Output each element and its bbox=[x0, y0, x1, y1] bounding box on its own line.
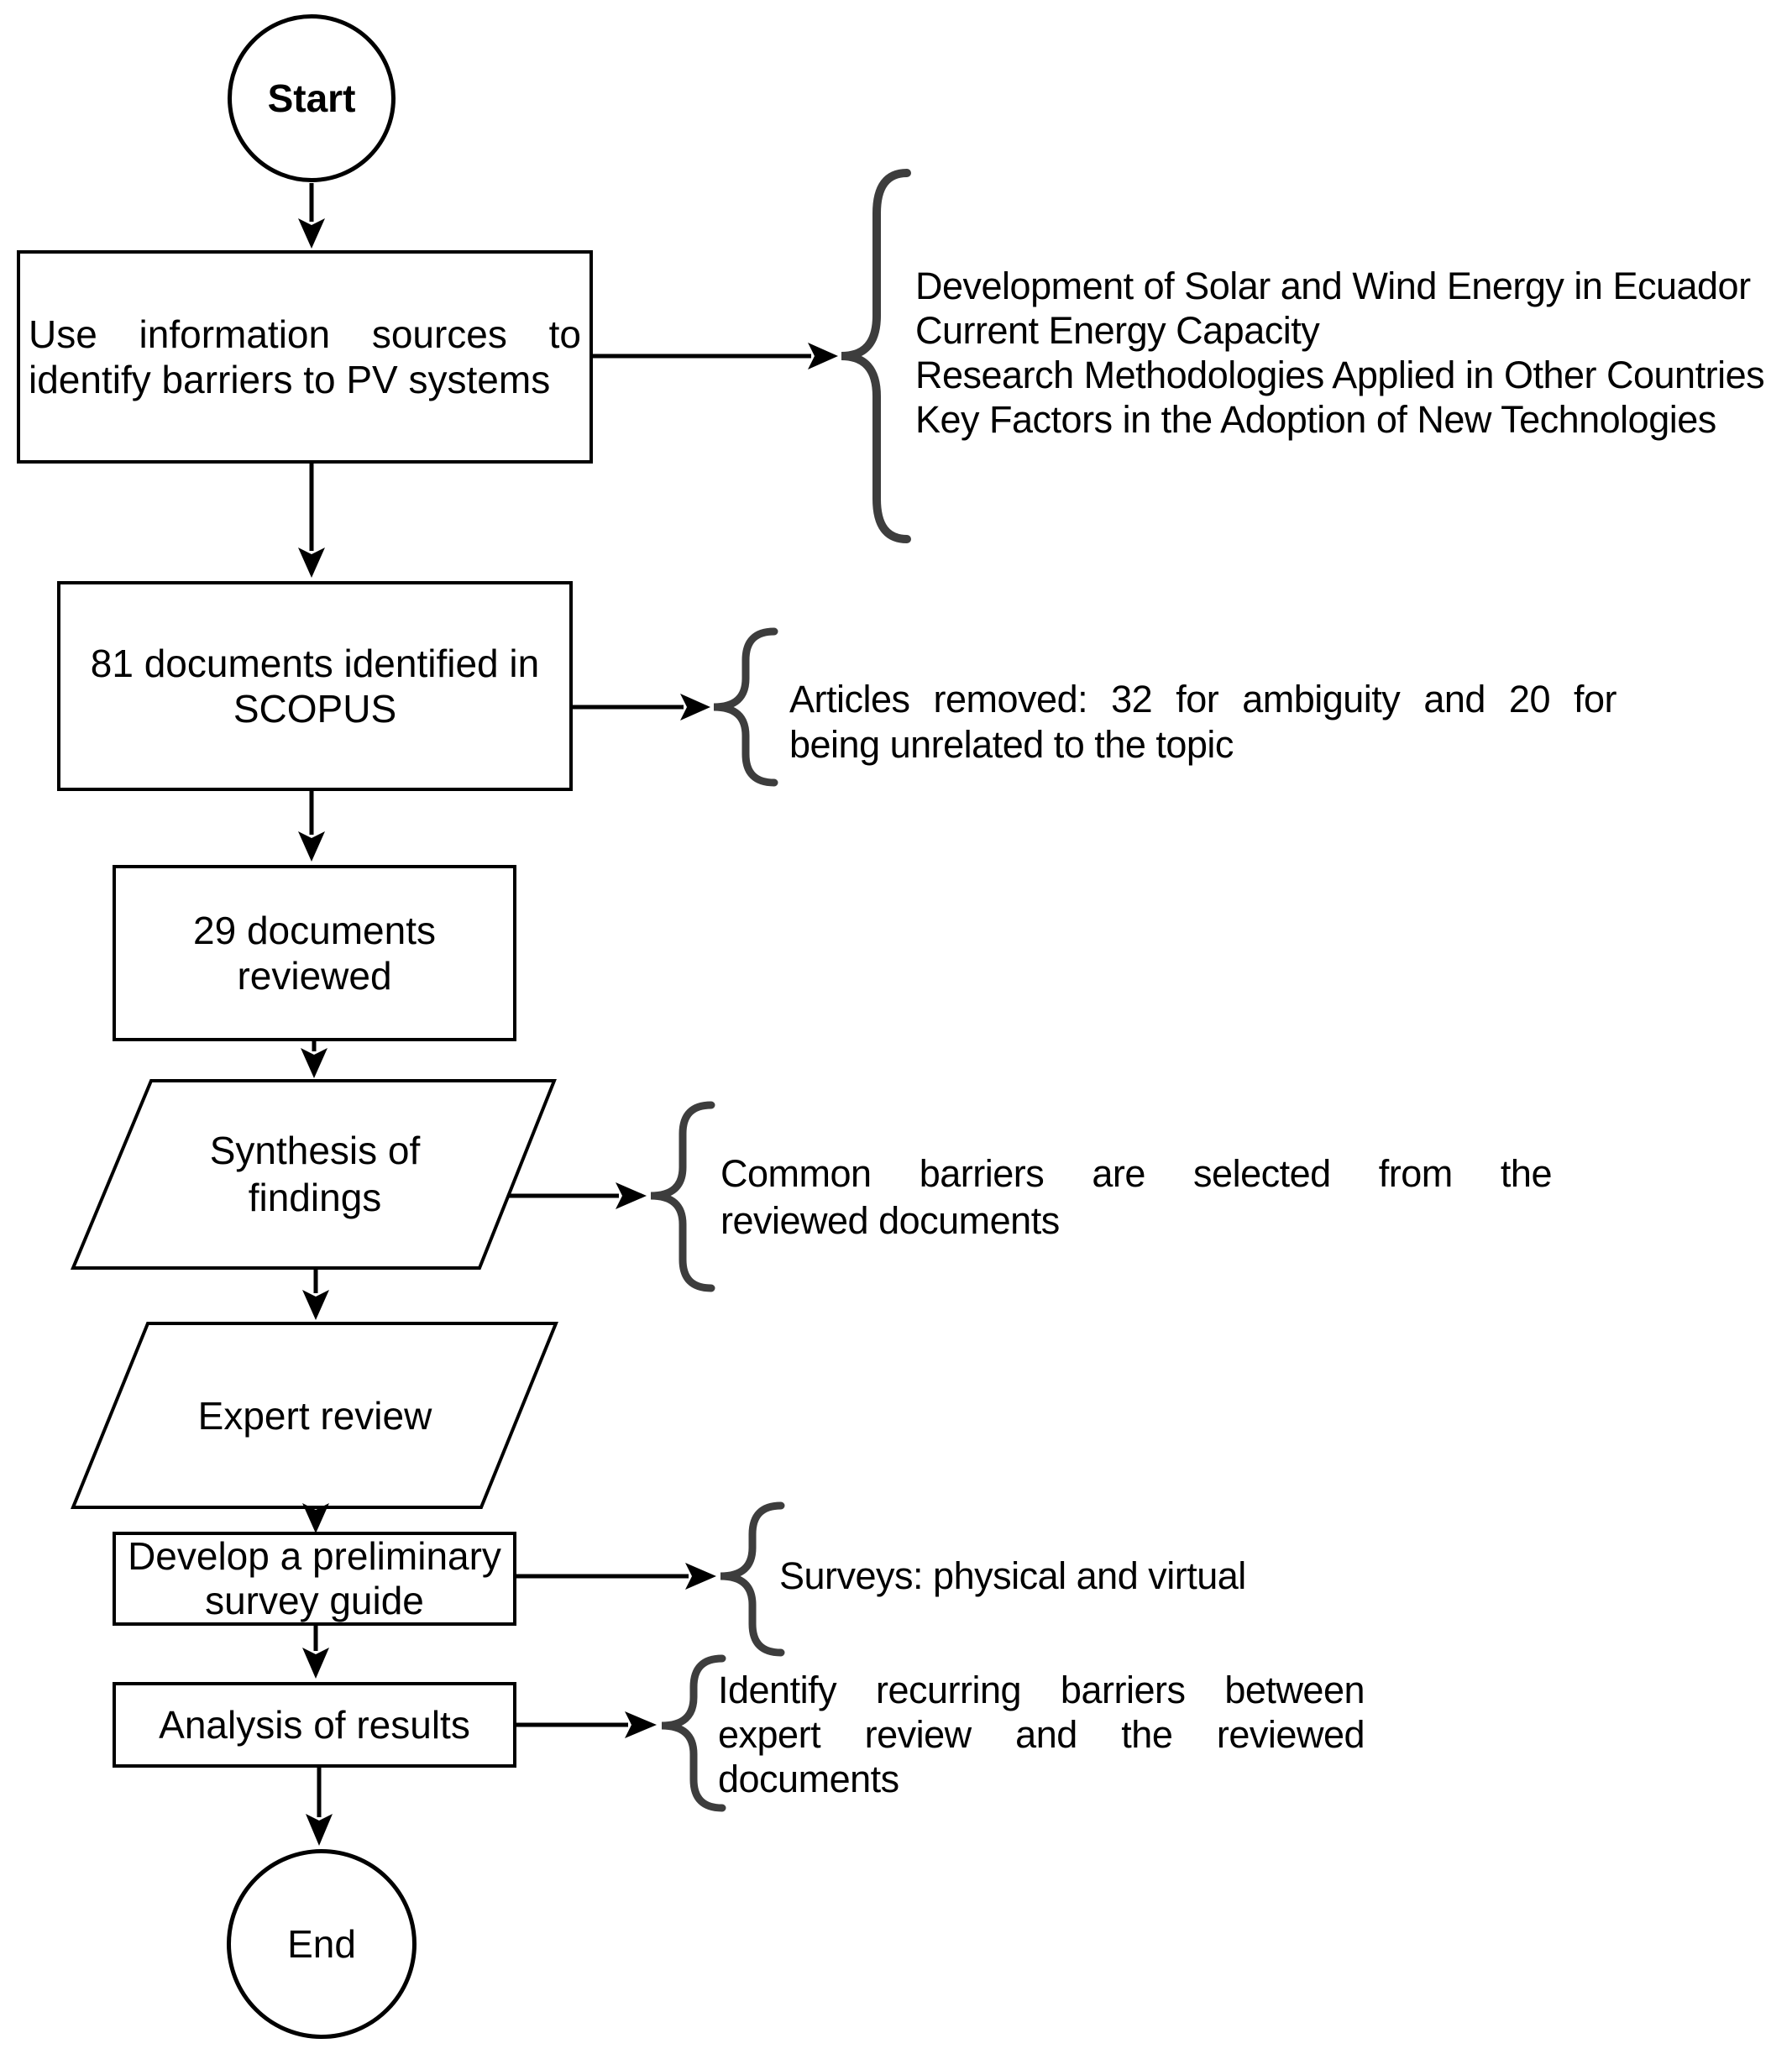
reviewed-line2: reviewed bbox=[237, 954, 392, 998]
use-sources-node: Use information sources to identify barr… bbox=[17, 250, 593, 464]
sources-annotation-line1: Development of Solar and Wind Energy in … bbox=[915, 265, 1751, 307]
identify-annotation-line1: Identify recurring barriers between bbox=[718, 1669, 1365, 1711]
identify-annotation-line2: expert review and the reviewed bbox=[718, 1713, 1365, 1756]
arrow-reviewed-to-synthesis bbox=[301, 1041, 327, 1078]
start-node: Start bbox=[228, 14, 396, 182]
surveys-annotation-line1: Surveys: physical and virtual bbox=[779, 1554, 1246, 1597]
removed-annotation-line1: Articles removed: 32 for ambiguity and 2… bbox=[789, 678, 1617, 720]
common-annotation-line1: Common barriers are selected from the bbox=[720, 1152, 1553, 1195]
synthesis-line1: Synthesis of bbox=[209, 1129, 421, 1172]
arrow-synthesis-to-expert bbox=[302, 1268, 329, 1320]
identify-annotation: Identify recurring barriers between expe… bbox=[718, 1668, 1365, 1801]
arrow-scopus-to-brace bbox=[573, 694, 710, 720]
use-sources-line2: identify barriers to PV systems bbox=[29, 358, 551, 401]
sources-annotation: Development of Solar and Wind Energy in … bbox=[915, 264, 1789, 442]
expert-review-label: Expert review bbox=[118, 1392, 512, 1439]
analysis-line1: Analysis of results bbox=[159, 1703, 470, 1747]
identify-annotation-line3: documents bbox=[718, 1758, 899, 1800]
arrow-scopus-to-reviewed bbox=[298, 791, 325, 862]
arrow-use-sources-to-scopus bbox=[298, 464, 325, 578]
reviewed-line1: 29 documents bbox=[193, 909, 436, 952]
arrow-use-sources-to-brace bbox=[593, 343, 838, 369]
removed-brace-icon bbox=[713, 627, 778, 787]
start-label: Start bbox=[267, 76, 356, 120]
identify-brace-icon bbox=[661, 1654, 726, 1812]
removed-annotation-line2: being unrelated to the topic bbox=[789, 723, 1234, 766]
expert-review-parallelogram bbox=[71, 1322, 558, 1509]
sources-brace-icon bbox=[841, 169, 911, 543]
arrow-analysis-to-brace bbox=[516, 1711, 657, 1738]
synthesis-line2: findings bbox=[248, 1176, 382, 1219]
removed-annotation: Articles removed: 32 for ambiguity and 2… bbox=[789, 677, 1617, 768]
common-brace-icon bbox=[650, 1101, 715, 1292]
sources-annotation-line2: Current Energy Capacity bbox=[915, 309, 1320, 352]
common-annotation: Common barriers are selected from the re… bbox=[720, 1150, 1553, 1244]
scopus-line1: 81 documents identified in bbox=[90, 642, 540, 685]
scopus-line2: SCOPUS bbox=[233, 687, 397, 731]
surveys-brace-icon bbox=[720, 1501, 785, 1657]
arrow-survey-guide-to-brace bbox=[516, 1563, 716, 1590]
surveys-annotation: Surveys: physical and virtual bbox=[779, 1554, 1417, 1598]
arrow-synthesis-to-brace bbox=[508, 1182, 647, 1209]
use-sources-line1: Use information sources to bbox=[29, 312, 581, 356]
end-label: End bbox=[287, 1922, 356, 1966]
expert-review-line1: Expert review bbox=[197, 1394, 432, 1438]
arrow-survey-guide-to-analysis bbox=[302, 1626, 329, 1679]
common-annotation-line2: reviewed documents bbox=[720, 1199, 1060, 1242]
survey-guide-line1: Develop a preliminary bbox=[128, 1534, 501, 1578]
reviewed-node: 29 documents reviewed bbox=[113, 865, 516, 1041]
arrow-analysis-to-end bbox=[306, 1768, 333, 1846]
analysis-node: Analysis of results bbox=[113, 1682, 516, 1768]
arrow-start-to-use-sources bbox=[298, 183, 325, 249]
survey-guide-node: Develop a preliminary survey guide bbox=[113, 1532, 516, 1626]
synthesis-label: Synthesis of findings bbox=[118, 1127, 512, 1221]
survey-guide-line2: survey guide bbox=[205, 1579, 424, 1622]
scopus-node: 81 documents identified in SCOPUS bbox=[57, 581, 573, 791]
sources-annotation-line3: Research Methodologies Applied in Other … bbox=[915, 354, 1765, 396]
sources-annotation-line4: Key Factors in the Adoption of New Techn… bbox=[915, 398, 1716, 441]
end-node: End bbox=[227, 1849, 417, 2039]
arrow-expert-to-survey-guide bbox=[302, 1503, 329, 1533]
synthesis-parallelogram bbox=[70, 1079, 557, 1270]
